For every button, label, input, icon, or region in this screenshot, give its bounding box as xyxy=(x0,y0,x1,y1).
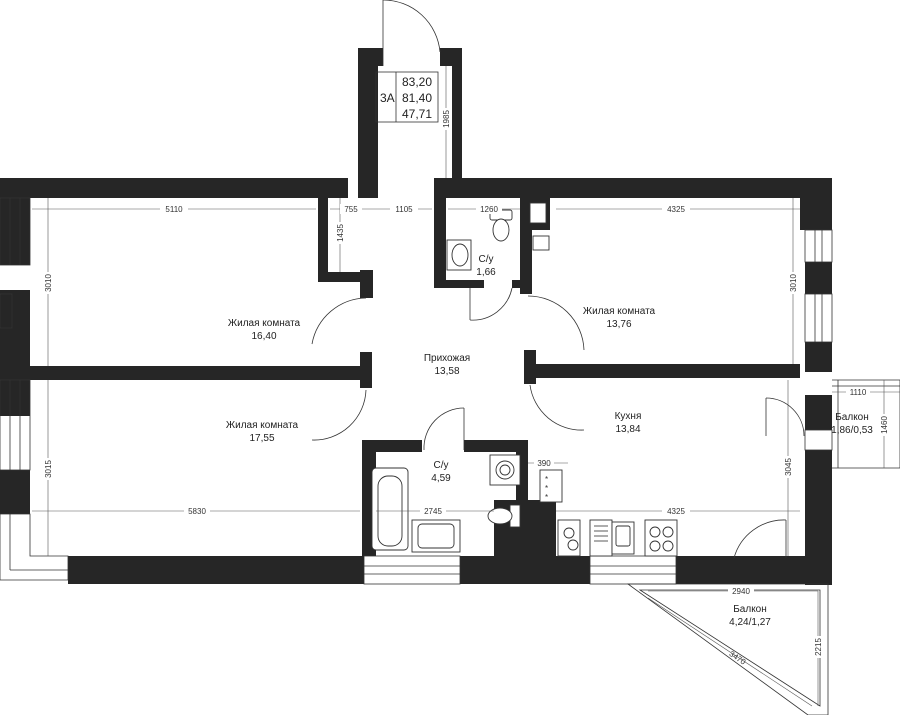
kitchen-area: 13,84 xyxy=(615,424,640,435)
kitchen-name: Кухня xyxy=(615,411,642,422)
wc-small-area: 1,66 xyxy=(476,267,496,278)
dim-3470: 3470 xyxy=(728,649,748,667)
fixtures: * * * xyxy=(371,209,678,557)
apartment-info: 3А 83,20 81,40 47,71 xyxy=(375,71,439,123)
svg-text:*: * xyxy=(545,493,548,502)
dim-1110: 1110 xyxy=(850,388,867,397)
dim-3015: 3015 xyxy=(44,460,53,478)
dim-4325-bottom: 4325 xyxy=(667,507,685,516)
wc-small-name: С/у xyxy=(479,254,494,265)
balcony-small xyxy=(832,379,900,469)
doors xyxy=(311,0,805,559)
room-labels: Жилая комната 16,40 Жилая комната 17,55 … xyxy=(226,254,873,628)
svg-text:*: * xyxy=(545,475,548,484)
bath-area: 4,59 xyxy=(431,473,451,484)
dim-3010-right: 3010 xyxy=(789,274,798,292)
balcony-small-area: 1,86/0,53 xyxy=(831,425,873,436)
balcony-small-name: Балкон xyxy=(835,412,869,423)
living3-name: Жилая комната xyxy=(583,306,656,317)
dim-4325-top: 4325 xyxy=(667,205,685,214)
area-living: 47,71 xyxy=(402,107,432,121)
dim-3010-left: 3010 xyxy=(44,274,53,292)
dim-1105: 1105 xyxy=(395,205,413,214)
balcony-big xyxy=(626,583,829,715)
walls xyxy=(0,48,832,585)
dim-3045: 3045 xyxy=(784,458,793,476)
dim-755: 755 xyxy=(344,205,358,214)
dimension-labels: 5110 3010 755 1105 1435 1260 1985 4325 3… xyxy=(42,108,890,667)
dim-1260: 1260 xyxy=(480,205,498,214)
dim-1985: 1985 xyxy=(442,110,451,128)
dim-5830: 5830 xyxy=(188,507,206,516)
bath-name: С/у xyxy=(434,460,449,471)
dimension-lines xyxy=(32,66,900,707)
apartment-type: 3А xyxy=(380,91,395,105)
dim-1435: 1435 xyxy=(336,224,345,242)
living3-area: 13,76 xyxy=(606,319,631,330)
dim-1460: 1460 xyxy=(880,416,889,434)
dim-390: 390 xyxy=(537,459,551,468)
area-heated: 81,40 xyxy=(402,91,432,105)
dim-2940: 2940 xyxy=(732,587,750,596)
dim-5110: 5110 xyxy=(165,205,183,214)
hall-name: Прихожая xyxy=(424,353,470,364)
balcony-big-area: 4,24/1,27 xyxy=(729,617,771,628)
living2-name: Жилая комната xyxy=(226,420,299,431)
living1-area: 16,40 xyxy=(251,331,276,342)
windows xyxy=(0,197,833,585)
area-total: 83,20 xyxy=(402,75,432,89)
svg-text:*: * xyxy=(545,484,548,493)
balcony-big-name: Балкон xyxy=(733,604,767,615)
living1-name: Жилая комната xyxy=(228,318,301,329)
dim-2745: 2745 xyxy=(424,507,442,516)
living2-area: 17,55 xyxy=(249,433,274,444)
hall-area: 13,58 xyxy=(434,366,459,377)
dim-2215: 2215 xyxy=(814,638,823,656)
